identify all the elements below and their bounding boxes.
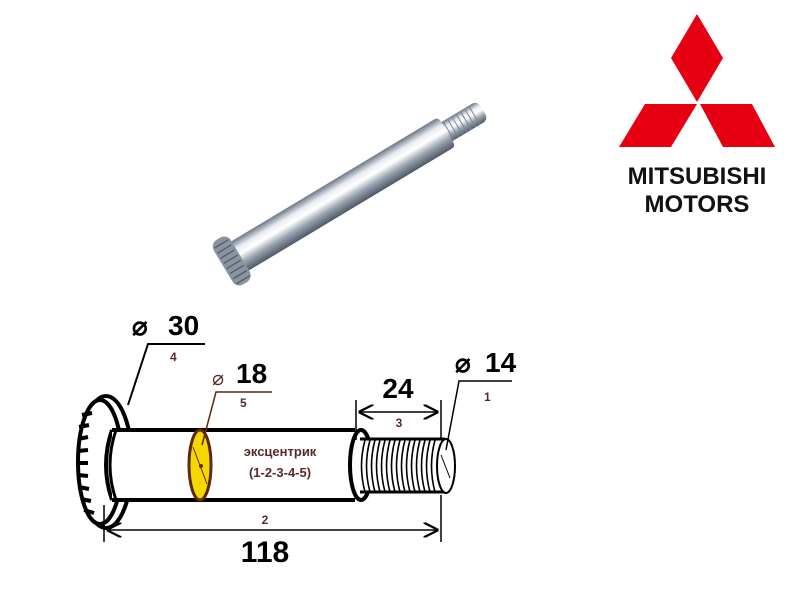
dimension-1: ⌀ 14 1 — [455, 347, 517, 404]
dimension-4: ⌀ 30 4 — [132, 310, 199, 364]
note-line1: эксцентрик — [244, 444, 317, 459]
dimension-value: 14 — [485, 347, 517, 378]
dimension-value: 118 — [241, 536, 289, 569]
diameter-symbol: ⌀ — [455, 348, 471, 378]
mitsubishi-logo: MITSUBISHI MOTORS — [619, 14, 775, 218]
bolt-photo — [212, 102, 487, 286]
logo-brand-line2: MOTORS — [645, 191, 750, 218]
thread-lines — [360, 439, 436, 493]
dimension-index: 1 — [484, 390, 491, 404]
note-line2: (1-2-3-4-5) — [249, 465, 311, 480]
dimension-index: 5 — [240, 396, 247, 410]
logo-diamond-right — [700, 104, 775, 147]
dimension-index: 4 — [170, 350, 177, 364]
dimension-value: 18 — [236, 358, 267, 389]
logo-diamond-top — [671, 14, 723, 102]
dimension-index: 3 — [396, 416, 403, 430]
diameter-symbol: ⌀ — [132, 311, 148, 341]
diameter-symbol: ⌀ — [212, 368, 224, 390]
dimension-2: 2 118 — [241, 513, 289, 569]
dimension-index: 2 — [262, 513, 269, 527]
dimension-value: 30 — [168, 310, 199, 341]
bolt-drawing — [76, 343, 512, 542]
dimension-5: ⌀ 18 5 — [212, 358, 267, 410]
logo-diamond-left — [619, 104, 697, 147]
eccentric-note: эксцентрик (1-2-3-4-5) — [244, 444, 317, 480]
logo-brand-line1: MITSUBISHI — [628, 163, 767, 190]
dimension-value: 24 — [382, 373, 414, 404]
dimension-3: 24 3 — [382, 373, 414, 430]
